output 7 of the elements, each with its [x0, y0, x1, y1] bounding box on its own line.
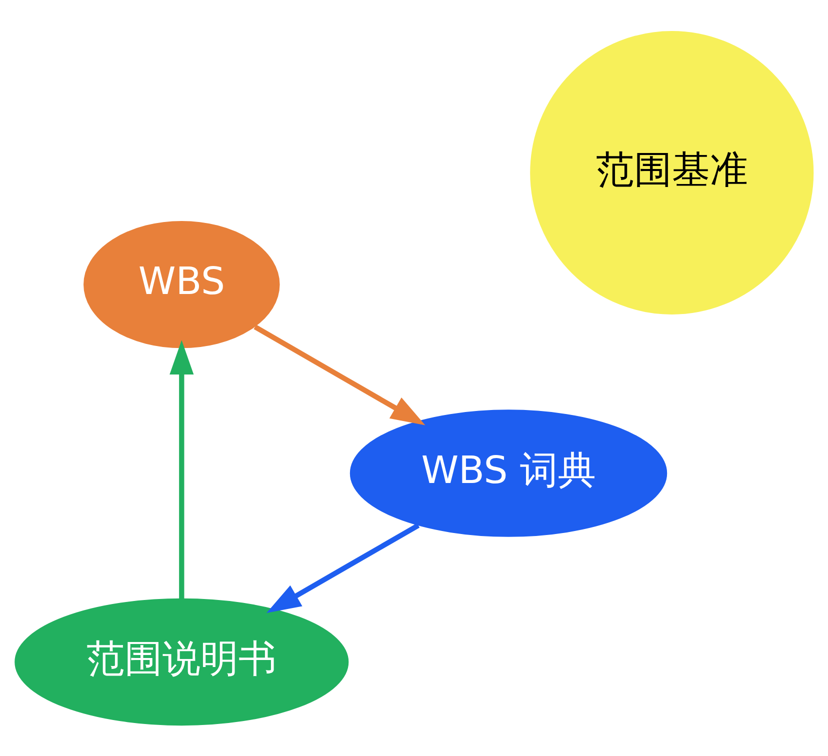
- node-circle: 范围基准: [530, 30, 814, 314]
- node-ellipse: 范围说明书: [14, 598, 349, 726]
- arrow: [254, 324, 426, 425]
- node-ellipse: WBS 词典: [350, 409, 668, 536]
- node-ellipse: WBS: [84, 220, 280, 348]
- arrow: [266, 522, 420, 612]
- arrow: [170, 340, 194, 598]
